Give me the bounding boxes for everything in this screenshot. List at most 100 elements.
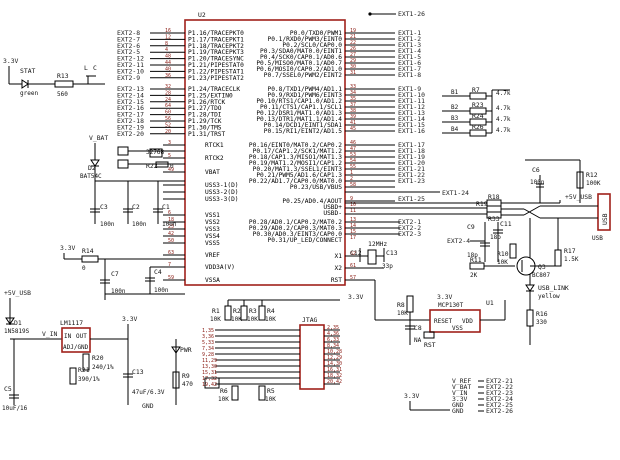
r6-val: 10K [218,396,229,403]
pin-name: VSS3 [205,226,220,233]
q3-ref: Q3 [538,263,546,271]
r3-val: 10K [247,316,258,323]
l-ref: L [84,64,88,72]
pin-number: 20 [165,129,171,135]
rst-button[interactable] [423,331,435,339]
r13-ref: R13 [57,72,69,80]
c13b-ref: C13 [386,249,398,257]
r33-ref: R33 [488,215,500,223]
c5-ref: C5 [4,385,12,393]
net-label: EXT2-9 [117,74,140,82]
c4-val: 100n [154,287,169,294]
pin-name: X2 [335,265,343,272]
c7-ref: C7 [111,270,119,278]
pin-name: P0.21/PWM5/AD1.6/CAP1.3 [256,172,342,179]
net-label: EXT1-2 [398,35,421,43]
r22-ref: R22 [146,162,158,170]
pin-name: P1.22/PIPESTAT1 [188,68,244,75]
pin-number: 40 [165,66,171,72]
pin-name: P0.8/TXD1/PWM4/AD1.1 [267,86,342,93]
r14-val: 0 [82,265,86,272]
net-label: EXT2-13 [117,85,144,93]
pin-name: USBD- [323,210,342,217]
jtag-pin: 10,28 [327,349,342,355]
c8-ref: C8 [414,324,422,332]
pin-name: P1.23/PIPESTAT2 [188,75,244,82]
pin-name: P1.25/EXTIN0 [188,92,233,99]
net-label: EXT1-8 [398,71,421,79]
stat-led-ref: STAT [20,67,36,75]
r23-ref: R23 [472,101,484,109]
ext-net: V_REF [452,377,471,385]
net-label: EXT2-17 [117,111,144,119]
jtag-pin: 18,32 [327,373,342,379]
pin-number: 6 [168,210,171,216]
jtag-pin: 4,36 [327,331,339,337]
r10-val: 10K [497,259,508,266]
net-ext1-25: EXT1-25 [398,195,425,203]
usb-link-val: yellow [538,293,560,300]
net-label: EXT2-3 [398,230,421,238]
r7-ref: R7 [472,86,480,94]
pin-number: 18 [168,217,174,223]
pin-name: VSS1 [205,212,220,219]
u3-in: IN [64,333,72,340]
net-label: EXT1-22 [398,171,425,179]
vref-block: 3.3V R14 0 C7 100n C4 100n [60,244,185,300]
pin-number: 26 [350,46,356,52]
r2-val: 10K [231,316,242,323]
pin-number: 34 [350,90,356,96]
c13-ref: C13 [132,368,144,376]
pin-number: 36 [165,73,171,79]
net-label: EXT1-5 [398,53,421,61]
pin-number: 29 [350,58,356,64]
pin-number: 21 [350,34,356,40]
pin-number: 55 [350,164,356,170]
net-label: EXT2-6 [117,42,140,50]
rtc-xtal-label: 32768 [146,149,164,156]
pin-number: 10 [350,202,356,208]
net-label: EXT1-19 [398,153,425,161]
r11-val: 2K [470,272,478,279]
net-label: EXT1-13 [398,109,425,117]
jtag-pin: 15,31 [202,370,217,376]
stat-led-val: green [20,90,38,97]
l-val: C [93,64,97,72]
power-supply-block: +5V_USB D1 1N5819S V_IN LM1117 IN OUT AD… [2,289,193,412]
usb-link-ref: USB_LINK [538,284,569,292]
r11-ref: R11 [470,256,482,264]
pin-number: 56 [165,116,171,122]
usb-connector[interactable] [597,193,611,231]
jtag-pin: 20,42 [327,379,342,385]
r2-ref: R2 [233,307,241,315]
r8-val: 10K [397,310,408,317]
net-label: EXT2-20 [117,130,144,138]
pin-number: 27 [350,52,356,58]
pin-name: P1.21/PIPESTAT0 [188,62,244,69]
pin-name: P0.22/AD1.7/CAP0.0/MAT0.0 [249,178,342,185]
pin-name: P0.1/RXD0/PWM3/EINT0 [267,36,342,43]
net-label: EXT1-11 [398,97,425,105]
jtag-pin: 11,29 [202,358,217,364]
pin-number: 39 [350,114,356,120]
pin-name: USS3-2(D) [205,189,239,196]
pin-name: P0.6/MOSI0/CAP0.2/AD1.0 [256,66,342,73]
c6-ref: C6 [532,166,540,174]
r21-ref: R21 [78,366,90,374]
c2-val: 100n [132,221,147,228]
net-label: EXT1-3 [398,41,421,49]
pin-number: 33 [350,84,356,90]
r5-ref: R5 [267,387,275,395]
pin-number: 11 [350,208,356,214]
u1-ref: U1 [486,299,494,307]
net-label: EXT1-18 [398,147,425,155]
net-label: EXT2-15 [117,98,144,106]
rst-label: RST [424,341,436,349]
pin-name: USS3-1(D) [205,182,239,189]
pin-name: RTCK2 [205,155,224,162]
pin-number: 35 [350,96,356,102]
pin-name: P0.15/RI1/EINT2/AD1.5 [264,128,343,135]
vcc-label-jtag: 3.3V [348,293,364,301]
net-label: EXT2-8 [117,29,140,37]
